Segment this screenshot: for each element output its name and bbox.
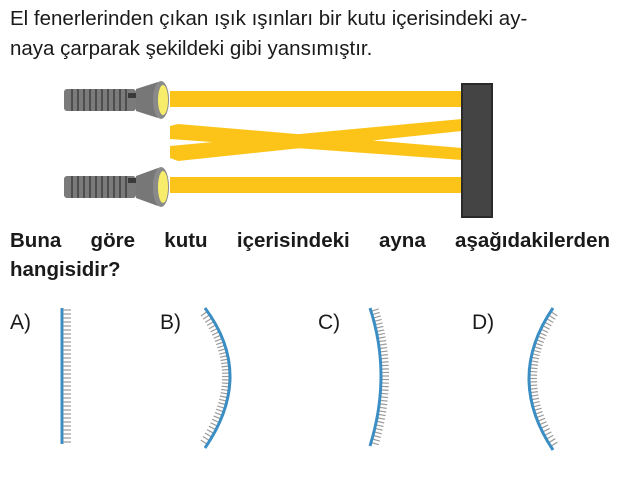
question-prompt-line-1: Buna göre kutu içerisindeki ayna aşağıda… xyxy=(10,229,610,252)
option-d-label[interactable]: D) xyxy=(472,311,495,334)
convex-mirror-icon xyxy=(527,307,558,451)
beam-cross-up xyxy=(170,119,462,161)
question-text-line-2: naya çarparak şekildeki gibi yansımıştır… xyxy=(10,37,373,60)
flashlight-bottom-icon xyxy=(64,167,169,207)
plane-mirror-icon xyxy=(60,308,71,444)
mirror-box xyxy=(461,83,493,218)
option-d-mirror[interactable] xyxy=(515,300,565,460)
beam-bottom-incoming xyxy=(170,177,462,193)
concave-mirror-icon xyxy=(200,307,232,449)
option-a-mirror[interactable] xyxy=(52,300,82,450)
beam-top-incoming xyxy=(170,91,462,107)
option-c-mirror[interactable] xyxy=(360,300,410,460)
convex-mirror-icon xyxy=(368,307,389,447)
question-prompt-line-2: hangisidir? xyxy=(10,258,121,281)
light-beams xyxy=(170,91,462,193)
flashlight-top-icon xyxy=(64,81,169,119)
option-a-label[interactable]: A) xyxy=(10,311,31,334)
option-b-label[interactable]: B) xyxy=(160,311,181,334)
flashlight-illustration xyxy=(64,81,493,218)
option-c-label[interactable]: C) xyxy=(318,311,341,334)
question-text-line-1: El fenerlerinden çıkan ışık ışınları bir… xyxy=(10,7,528,30)
option-b-mirror[interactable] xyxy=(195,300,255,460)
question-text: El fenerlerinden çıkan ışık ışınları bir… xyxy=(10,4,610,64)
question-prompt: Buna göre kutu içerisindeki ayna aşağıda… xyxy=(10,226,610,284)
